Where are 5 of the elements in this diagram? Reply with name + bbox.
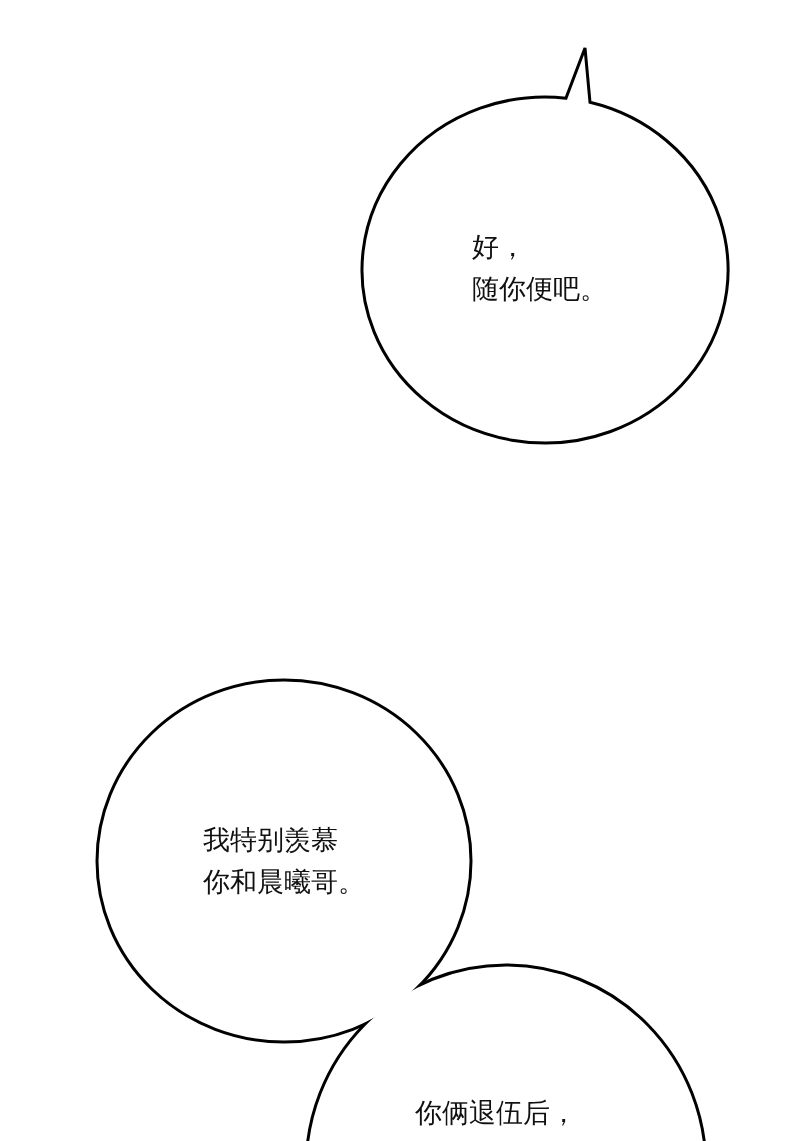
speech-text: 随你便吧。 xyxy=(472,272,607,306)
speech-text: 你俩退伍后， xyxy=(415,1096,577,1130)
speech-text: 我特别羡慕 xyxy=(203,823,338,857)
speech-text: 你和晨曦哥。 xyxy=(203,865,365,899)
speech-text: 好， xyxy=(472,230,526,264)
